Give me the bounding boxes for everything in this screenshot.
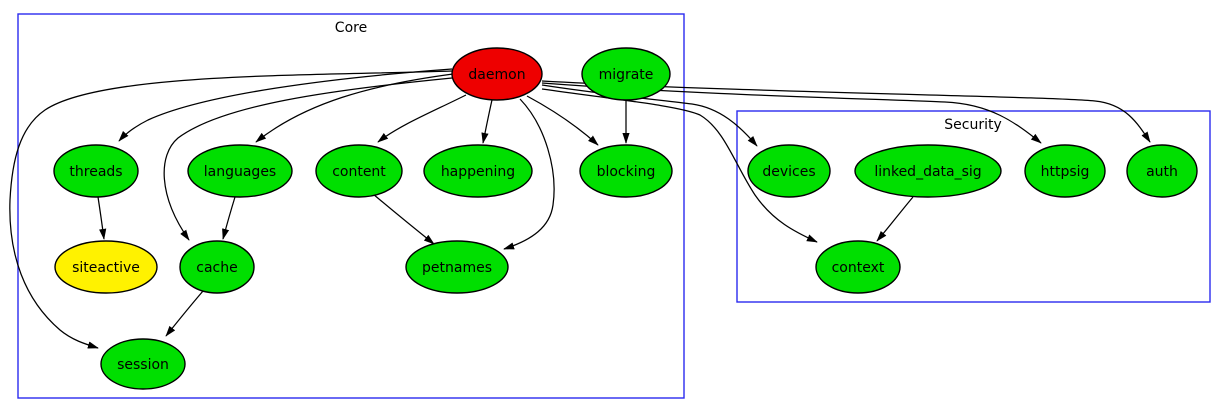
edge-daemon-languages bbox=[255, 73, 454, 143]
edge-daemon-context bbox=[541, 88, 818, 243]
edge-daemon-blocking bbox=[526, 95, 599, 146]
cluster-core-box bbox=[17, 13, 685, 399]
node-migrate-label: migrate bbox=[599, 67, 654, 83]
node-httpsig: httpsig bbox=[1024, 144, 1106, 198]
node-cache-label: cache bbox=[196, 260, 237, 276]
node-auth-label: auth bbox=[1146, 164, 1178, 180]
node-daemon-label: daemon bbox=[468, 67, 525, 83]
node-petnames: petnames bbox=[405, 240, 509, 294]
edge-content-petnames bbox=[372, 193, 435, 245]
node-cache: cache bbox=[179, 240, 255, 294]
node-linked-data-sig: linked_data_sig bbox=[854, 144, 1002, 198]
node-threads-label: threads bbox=[69, 164, 122, 180]
node-languages-label: languages bbox=[204, 164, 276, 180]
node-content: content bbox=[315, 144, 403, 198]
edge-daemon-devices bbox=[541, 84, 758, 147]
node-session-shape bbox=[100, 338, 186, 390]
node-devices-shape bbox=[747, 144, 831, 198]
node-content-label: content bbox=[332, 164, 386, 180]
node-linked-data-sig-shape bbox=[854, 144, 1002, 198]
cluster-core-label: Core bbox=[335, 20, 367, 36]
node-petnames-shape bbox=[405, 240, 509, 294]
node-petnames-label: petnames bbox=[422, 260, 492, 276]
node-daemon: daemon bbox=[451, 47, 543, 101]
edge-cache-session bbox=[165, 290, 204, 337]
node-threads: threads bbox=[53, 144, 139, 198]
edge-daemon-happening bbox=[481, 99, 493, 144]
edge-daemon-session bbox=[9, 70, 453, 349]
node-siteactive: siteactive bbox=[54, 240, 158, 294]
node-migrate: migrate bbox=[581, 47, 671, 101]
node-threads-shape bbox=[53, 144, 139, 198]
node-languages: languages bbox=[187, 144, 293, 198]
node-blocking: blocking bbox=[579, 144, 673, 198]
node-session: session bbox=[100, 338, 186, 390]
edge-daemon-auth bbox=[541, 80, 1151, 143]
node-auth-shape bbox=[1126, 144, 1198, 198]
edge-linked_data_sig-context bbox=[876, 196, 914, 242]
node-happening: happening bbox=[423, 144, 533, 198]
node-content-shape bbox=[315, 144, 403, 198]
edge-threads-siteactive bbox=[97, 196, 107, 240]
node-devices-label: devices bbox=[762, 164, 815, 180]
node-migrate-shape bbox=[581, 47, 671, 101]
node-context: context bbox=[815, 240, 901, 294]
node-happening-shape bbox=[423, 144, 533, 198]
node-siteactive-label: siteactive bbox=[72, 260, 140, 276]
node-daemon-shape bbox=[451, 47, 543, 101]
node-auth: auth bbox=[1126, 144, 1198, 198]
edge-daemon-content bbox=[377, 94, 467, 143]
node-languages-shape bbox=[187, 144, 293, 198]
node-cache-shape bbox=[179, 240, 255, 294]
cluster-security-box bbox=[736, 110, 1211, 303]
cluster-security-label: Security bbox=[944, 117, 1002, 133]
node-httpsig-label: httpsig bbox=[1041, 164, 1090, 180]
node-devices: devices bbox=[747, 144, 831, 198]
edge-languages-cache bbox=[222, 196, 236, 240]
node-session-label: session bbox=[117, 357, 169, 373]
node-context-label: context bbox=[832, 260, 885, 276]
node-blocking-shape bbox=[579, 144, 673, 198]
node-happening-label: happening bbox=[441, 164, 515, 180]
node-httpsig-shape bbox=[1024, 144, 1106, 198]
node-linked-data-sig-label: linked_data_sig bbox=[874, 164, 981, 180]
edge-daemon-petnames bbox=[503, 98, 555, 250]
edge-daemon-cache bbox=[163, 77, 453, 241]
node-blocking-label: blocking bbox=[597, 164, 656, 180]
edge-daemon-threads bbox=[118, 68, 453, 142]
node-context-shape bbox=[815, 240, 901, 294]
node-siteactive-shape bbox=[54, 240, 158, 294]
